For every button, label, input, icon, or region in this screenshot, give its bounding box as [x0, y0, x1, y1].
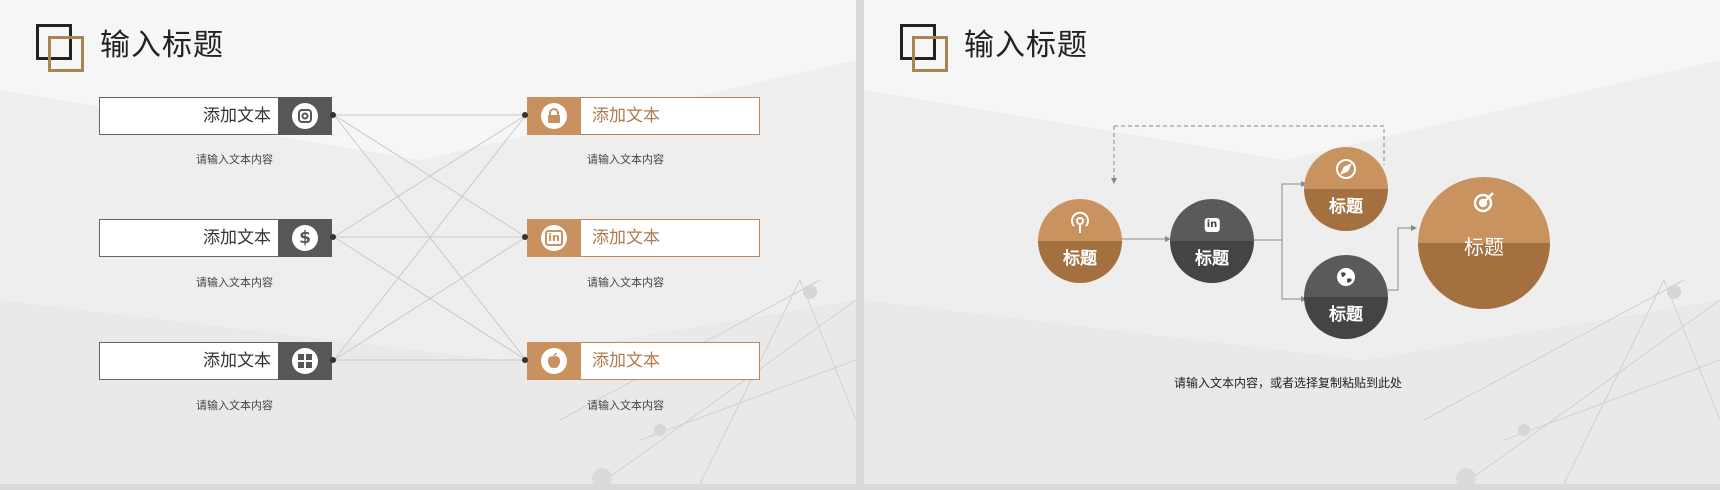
- box-caption: 请输入文本内容: [587, 153, 664, 166]
- flow-node-3[interactable]: 标题: [1304, 147, 1388, 231]
- node-label: 标题: [1464, 235, 1504, 259]
- right-box-2[interactable]: in 添加文本: [527, 219, 760, 257]
- box-caption: 请输入文本内容: [587, 399, 664, 412]
- slide-left: 输入标题 添加文本 请输入文本内容 添加文本 $: [0, 0, 856, 484]
- box-caption: 请输入文本内容: [196, 399, 273, 412]
- connection-lines: [333, 114, 527, 361]
- slide-title: 输入标题: [964, 28, 1088, 63]
- body-note: 请输入文本内容，或者选择复制粘贴到此处: [1174, 376, 1403, 390]
- connector-dot: [330, 112, 336, 118]
- node-label: 标题: [1063, 249, 1097, 269]
- left-box-1[interactable]: 添加文本: [99, 97, 332, 135]
- connector-dot: [522, 112, 528, 118]
- slide-title: 输入标题: [100, 28, 224, 63]
- icon-block: [278, 342, 332, 380]
- node-label: 标题: [1329, 305, 1363, 325]
- right-box-3[interactable]: 添加文本: [527, 342, 760, 380]
- box-label: 添加文本: [203, 106, 271, 126]
- flow-node-5[interactable]: 标题: [1418, 177, 1550, 309]
- box-label: 添加文本: [592, 106, 660, 126]
- flow-node-2[interactable]: in 标题: [1170, 199, 1254, 283]
- box-caption: 请输入文本内容: [196, 276, 273, 289]
- left-box-3[interactable]: 添加文本: [99, 342, 332, 380]
- title-logo: [900, 24, 948, 72]
- node-label: 标题: [1195, 249, 1229, 269]
- icon-block: [278, 97, 332, 135]
- icon-block: [527, 342, 581, 380]
- globe-icon: [1334, 265, 1358, 293]
- right-box-1[interactable]: 添加文本: [527, 97, 760, 135]
- podcast-icon: [1068, 211, 1092, 239]
- box-caption: 请输入文本内容: [587, 276, 664, 289]
- node-label: 标题: [1329, 197, 1363, 217]
- target-icon: [1471, 189, 1497, 219]
- title-logo: [36, 24, 84, 72]
- connector-dot: [522, 357, 528, 363]
- connector-dot: [330, 357, 336, 363]
- flow-node-1[interactable]: 标题: [1038, 199, 1122, 283]
- apple-icon: [541, 348, 567, 374]
- flow-connectors: [1066, 125, 1417, 302]
- icon-block: [527, 97, 581, 135]
- instagram-icon: [292, 103, 318, 129]
- compass-icon: [1334, 157, 1358, 185]
- connector-dot: [330, 234, 336, 240]
- lock-icon: [541, 103, 567, 129]
- linkedin-icon: in: [541, 225, 567, 251]
- box-label: 添加文本: [592, 228, 660, 248]
- dollar-icon: $: [292, 225, 318, 251]
- flow-node-4[interactable]: 标题: [1304, 255, 1388, 339]
- connector-dot: [522, 234, 528, 240]
- slide-right: 输入标题 标题 in 标题: [864, 0, 1720, 484]
- linkedin-icon: in: [1204, 218, 1220, 232]
- left-box-2[interactable]: 添加文本 $: [99, 219, 332, 257]
- box-label: 添加文本: [203, 228, 271, 248]
- windows-icon: [292, 348, 318, 374]
- box-caption: 请输入文本内容: [196, 153, 273, 166]
- box-label: 添加文本: [203, 351, 271, 371]
- icon-block: in: [527, 219, 581, 257]
- box-label: 添加文本: [592, 351, 660, 371]
- icon-block: $: [278, 219, 332, 257]
